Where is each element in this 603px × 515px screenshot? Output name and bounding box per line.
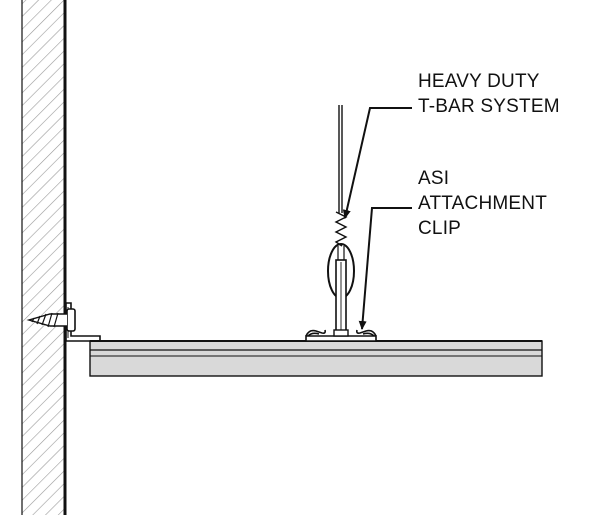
attachment-clip — [305, 329, 377, 342]
ceiling-panel — [89, 340, 543, 377]
tbar-leader — [342, 107, 412, 219]
tbar-profile — [335, 259, 347, 333]
clip-callout-line-1: ASI — [418, 168, 450, 189]
clip-callout-line-3: CLIP — [418, 218, 462, 239]
panel-body — [89, 340, 543, 377]
wall-screw — [26, 308, 76, 332]
clip-leader — [358, 207, 412, 330]
wall — [21, 0, 67, 515]
clip-callout: ASI ATTACHMENT CLIP — [418, 166, 547, 241]
wall-hatching — [22, 0, 65, 515]
clip-callout-line-2: ATTACHMENT — [418, 193, 548, 214]
tbar-callout-line-2: T-BAR SYSTEM — [418, 96, 560, 117]
tbar-callout: HEAVY DUTY T-BAR SYSTEM — [418, 69, 560, 119]
tbar-callout-line-1: HEAVY DUTY — [418, 71, 540, 92]
